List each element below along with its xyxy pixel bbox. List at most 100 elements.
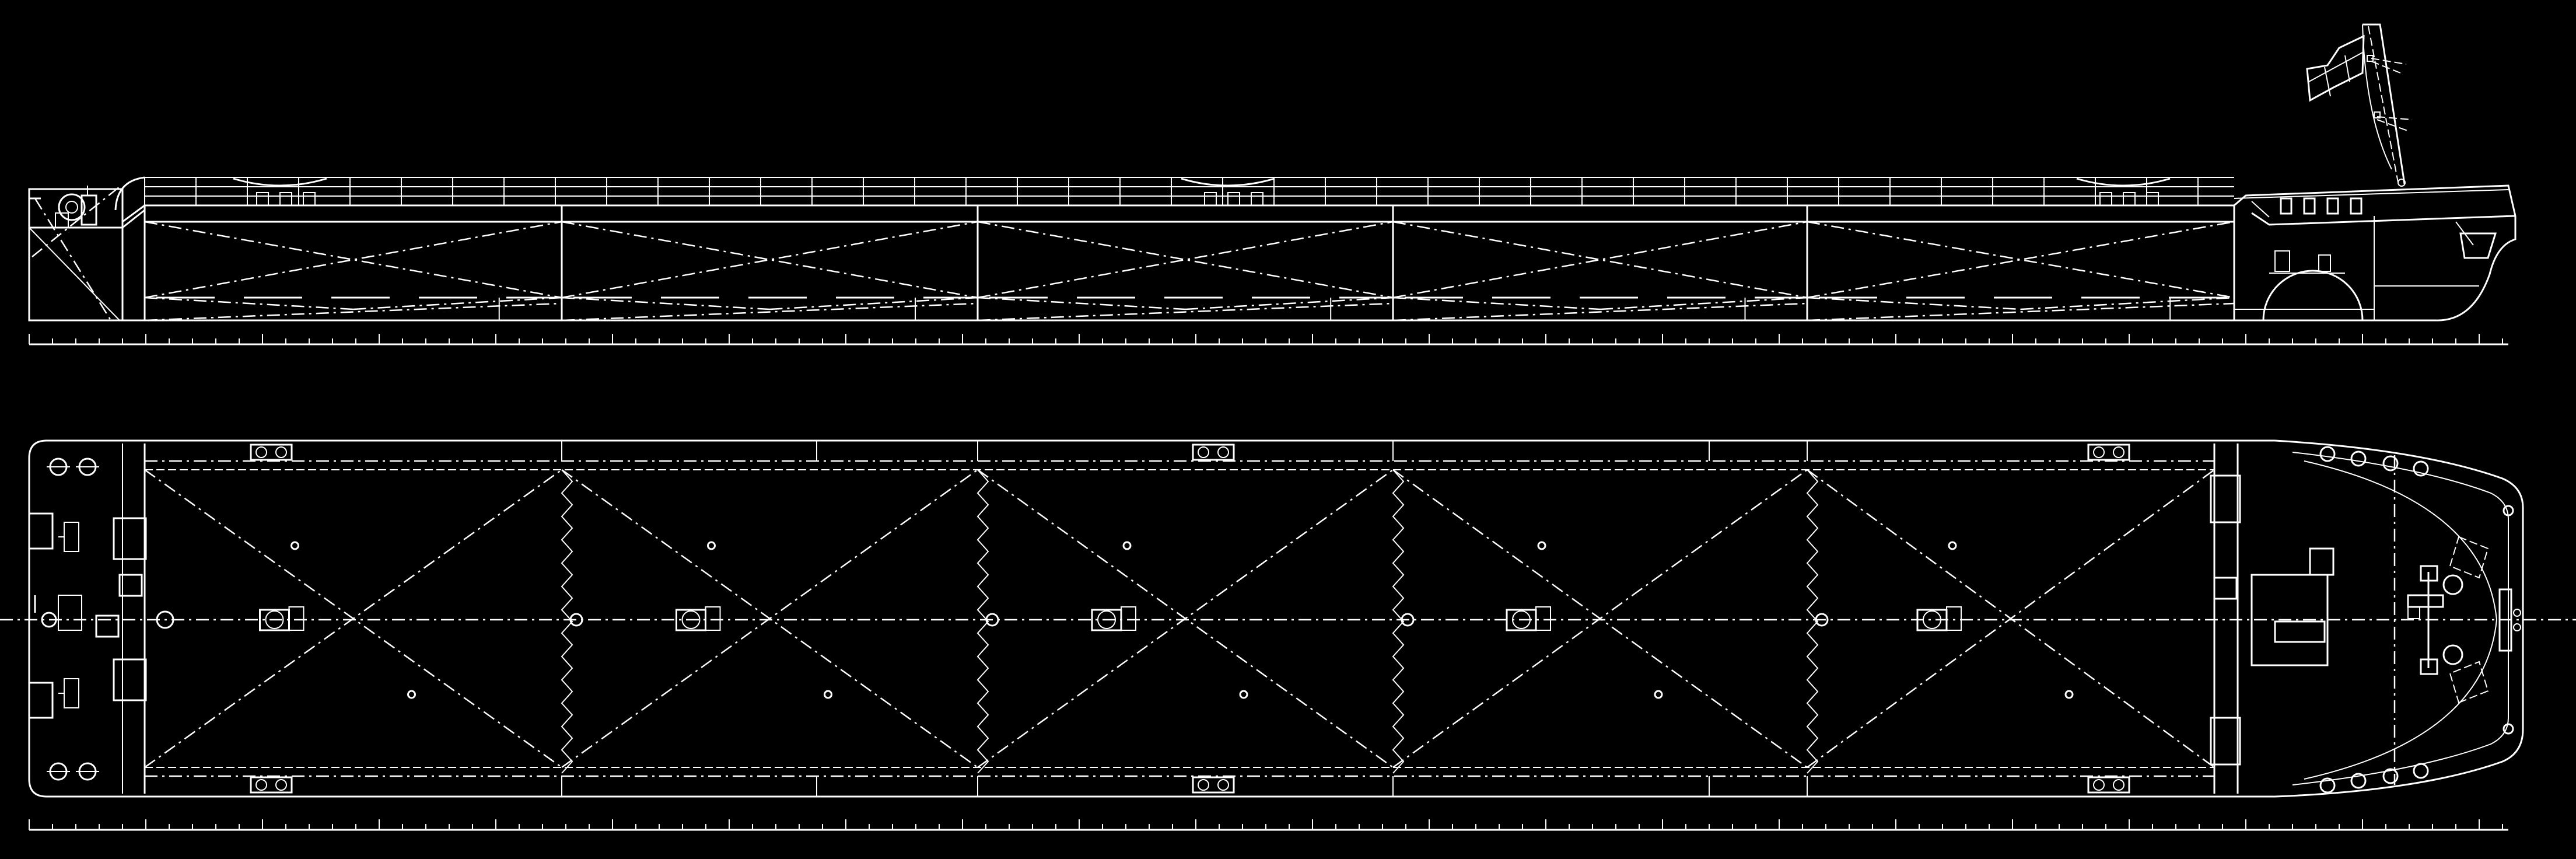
bollard-icon: [2280, 197, 2292, 215]
hold-diagonal: [144, 469, 562, 769]
hold-diagonal: [144, 221, 562, 299]
bollard-pair-icon: [1192, 776, 1235, 794]
hold-lower-diagonal: [769, 296, 978, 310]
hold-bottom-diagonal: [144, 302, 562, 322]
radar-reflector: [2306, 34, 2365, 102]
radar-grid: [2308, 52, 2363, 82]
bollard-pair-icon: [2087, 776, 2130, 794]
hold-lower-diagonal: [1185, 296, 1394, 310]
bollard-icon: [2303, 197, 2316, 215]
rail-dip: [1181, 177, 1275, 187]
hold-diagonal: [561, 221, 978, 299]
bow-chock-icon: [2502, 505, 2514, 516]
windlass-icon: [2407, 594, 2444, 608]
bollard-icon: [1227, 192, 1240, 206]
hold-lower-diagonal: [977, 296, 1186, 310]
bollard-icon: [2146, 192, 2159, 206]
hold-diagonal: [144, 221, 562, 299]
hold-diagonal: [1807, 221, 2235, 299]
mast-hinge: [2398, 179, 2406, 187]
chain-wheel-icon: [2442, 574, 2463, 595]
skylight: [2274, 620, 2326, 643]
hawse-pipe: [2455, 221, 2474, 246]
bollard-icon: [2099, 192, 2112, 206]
hold-diagonal: [1392, 221, 1808, 299]
hold-lower-diagonal: [1807, 296, 2021, 310]
bow-deck-edge: [2304, 460, 2498, 780]
fairlead-icon: [2350, 773, 2367, 789]
fairlead-icon: [2319, 446, 2336, 462]
hold-lower-diagonal: [353, 296, 562, 310]
bollard-icon: [275, 779, 287, 791]
hold-diagonal: [1392, 221, 1808, 299]
hatch-icon: [113, 517, 147, 560]
stern-slope: [121, 204, 145, 320]
anchor-stowage: [2449, 661, 2489, 704]
bollard-icon: [2123, 192, 2136, 206]
bollard-icon: [2113, 446, 2124, 458]
hold-diagonal: [561, 469, 978, 769]
hold-diagonal: [1392, 469, 1808, 769]
hatch-winch-icon: [1923, 610, 1941, 629]
valve-icon: [2274, 250, 2290, 272]
sounding-pipe-icon: [407, 690, 416, 699]
bollard-icon: [256, 446, 267, 458]
stern-diagonal: [34, 198, 112, 321]
sounding-pipe-icon: [2064, 690, 2074, 699]
hold-diagonal: [977, 221, 1394, 299]
hatch-icon: [2210, 474, 2241, 523]
vent-icon: [2309, 547, 2334, 576]
bollard-icon: [275, 446, 287, 458]
bow-deck-line: [2251, 212, 2516, 226]
bollard-icon: [303, 192, 316, 206]
mast-stay: [2376, 119, 2410, 132]
sounding-pipe-icon: [290, 541, 299, 550]
hold-bottom-diagonal: [1807, 302, 2235, 322]
hold-diagonal: [1807, 469, 2215, 769]
hawse-icon: [2513, 609, 2521, 617]
hold-lower-diagonal: [144, 296, 354, 310]
hatch-winch-icon: [1097, 610, 1116, 629]
hatch-winch-icon: [681, 610, 701, 629]
sounding-pipe-icon: [707, 541, 716, 550]
bollard-pair-icon: [250, 776, 293, 794]
bulkhead-valve-icon: [1815, 613, 1829, 627]
radar-grid: [2344, 55, 2350, 82]
rail-dip: [2076, 177, 2171, 187]
control-box-icon: [705, 606, 721, 631]
stern-rail-end: [114, 176, 145, 211]
hold-diagonal: [561, 221, 978, 299]
mast-back: [2362, 24, 2392, 170]
mast-stay: [2371, 61, 2401, 74]
anchor-pocket: [2459, 232, 2497, 259]
mast-stay: [2376, 116, 2413, 120]
mast-stay: [2371, 58, 2407, 65]
mast-ladder: [2368, 26, 2399, 186]
vent-icon: [2213, 577, 2238, 600]
hawse-icon: [2513, 623, 2521, 631]
navigation-light-icon: [2374, 111, 2381, 118]
valve-icon: [2318, 254, 2331, 272]
navigation-light-icon: [2367, 55, 2374, 62]
bow-inner-bulwark: [2292, 452, 2509, 785]
hold-diagonal: [977, 221, 1394, 299]
winch-drum-icon: [58, 193, 86, 221]
bollard-pair-icon: [2087, 444, 2130, 461]
winch-icon: [41, 612, 57, 628]
hold-lower-diagonal: [1392, 296, 1601, 310]
fairlead-icon: [2350, 451, 2367, 467]
bollard-pair-icon: [250, 444, 293, 461]
capstan-icon: [64, 522, 79, 552]
hold-lower-diagonal: [1600, 296, 1808, 310]
bulkhead-valve-icon: [1401, 613, 1415, 627]
hold-bottom-diagonal: [1392, 302, 1808, 322]
side-elevation-view: [28, 23, 2516, 345]
fairlead-icon: [28, 512, 54, 550]
hold-diagonal: [1807, 221, 2235, 299]
bollard-icon: [2350, 197, 2362, 215]
bollard-icon: [2113, 779, 2124, 791]
winch-base: [55, 212, 69, 228]
hatch-winch-icon: [265, 610, 284, 629]
sounding-pipe-icon: [824, 690, 832, 699]
